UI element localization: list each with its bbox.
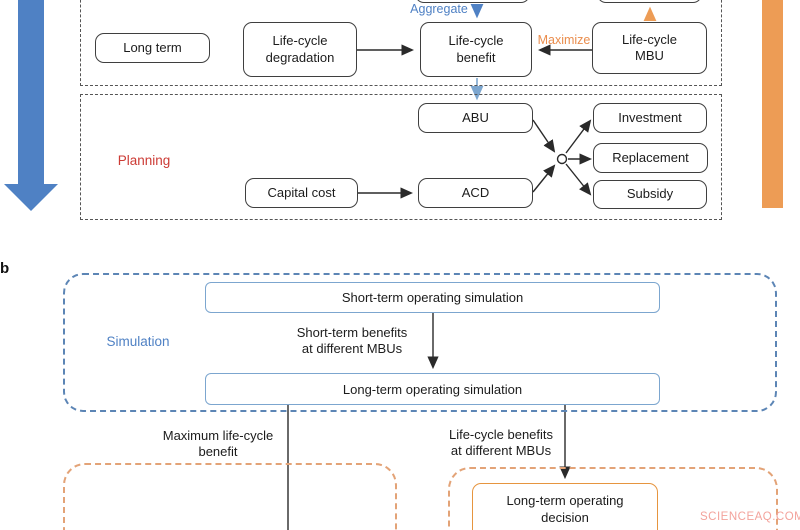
max-lifecycle-benefit-edge-label: Maximum life-cycle benefit <box>162 428 274 459</box>
long-term-sim-label: Long-term operating simulation <box>342 381 523 397</box>
planning-dashed-region <box>80 94 722 220</box>
short-term-benefits-edge-label: Short-term benefits at different MBUs <box>296 325 408 356</box>
timeline-down-arrow <box>4 0 58 211</box>
investment-box: Investment <box>593 103 707 133</box>
long-term-decision-label: Long-term operating decision <box>506 493 624 525</box>
capital-cost-label: Capital cost <box>267 184 336 200</box>
lifecycle-benefits-edge-label: Life-cycle benefits at different MBUs <box>448 427 554 458</box>
feedback-orange-bar <box>762 0 783 208</box>
capital-cost-box: Capital cost <box>245 178 358 208</box>
short-term-sim-label: Short-term operating simulation <box>341 290 524 305</box>
cutoff-box-above-mbu <box>597 0 702 3</box>
acd-box: ACD <box>418 178 533 208</box>
replacement-label: Replacement <box>612 149 689 165</box>
abu-box: ABU <box>418 103 533 133</box>
abu-label: ABU <box>462 109 489 125</box>
maximize-edge-label: Maximize <box>537 33 591 47</box>
subsidy-label: Subsidy <box>626 186 674 202</box>
planning-section-label: Planning <box>117 153 171 168</box>
simulation-section-label: Simulation <box>106 334 170 349</box>
lifecycle-degradation-box: Life-cycle degradation <box>243 22 357 77</box>
long-term-dashed-region <box>80 0 722 86</box>
replacement-box: Replacement <box>593 143 708 173</box>
lifecycle-benefit-box: Life-cycle benefit <box>420 22 532 77</box>
watermark-text: SCIENCEAQ.COM <box>700 511 800 523</box>
lifecycle-mbu-box: Life-cycle MBU <box>592 22 707 74</box>
long-term-decision-box: Long-term operating decision <box>472 483 658 530</box>
panel-b-label: b <box>0 260 10 277</box>
decision-dashed-region-left <box>63 463 397 530</box>
acd-label: ACD <box>461 184 490 200</box>
long-term-label: Long term <box>123 39 182 55</box>
long-term-box: Long term <box>95 33 210 63</box>
lifecycle-mbu-label: Life-cycle MBU <box>622 31 677 63</box>
long-term-sim-box: Long-term operating simulation <box>205 373 660 405</box>
subsidy-box: Subsidy <box>593 180 707 209</box>
decision-dashed-region-right <box>448 467 778 530</box>
investment-label: Investment <box>618 109 682 125</box>
short-term-sim-box: Short-term operating simulation <box>205 282 660 313</box>
lifecycle-benefit-label: Life-cycle benefit <box>448 33 504 65</box>
aggregate-edge-label: Aggregate <box>410 2 468 16</box>
lifecycle-degradation-label: Life-cycle degradation <box>265 33 335 65</box>
simulation-dashed-region <box>63 273 777 412</box>
